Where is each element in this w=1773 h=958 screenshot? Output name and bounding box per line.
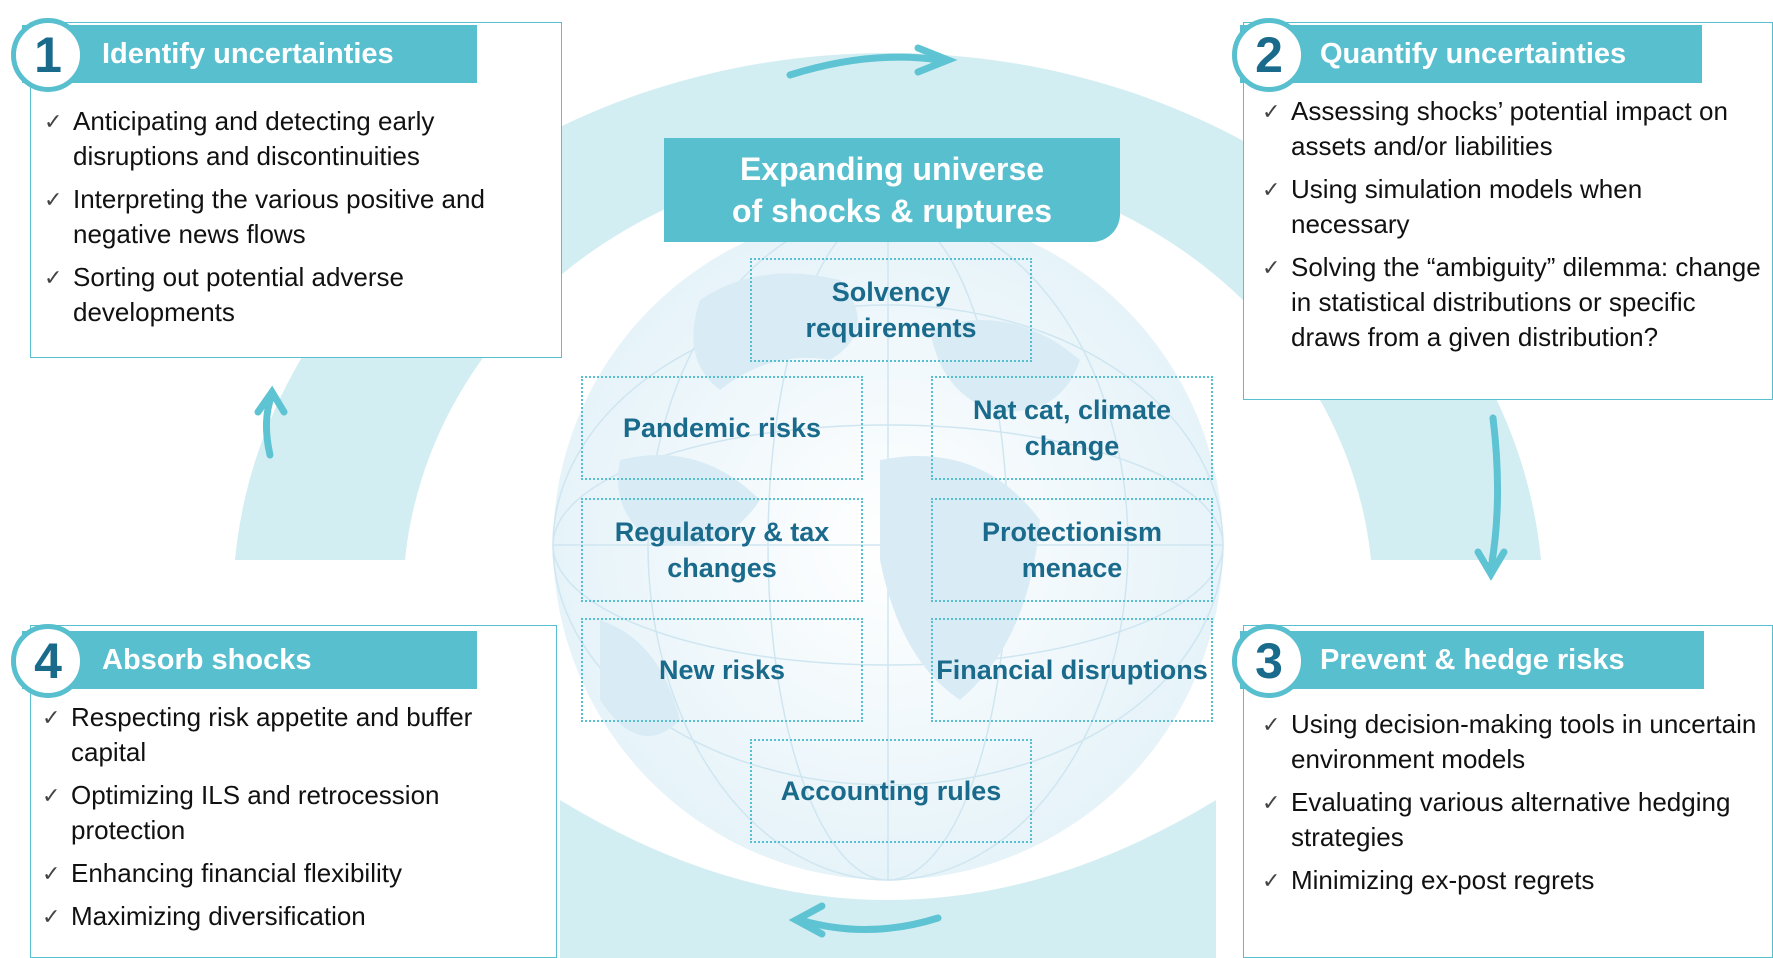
center-title-line1: Expanding universe [739,151,1045,187]
checkmark-icon: ✓ [44,265,63,290]
checkmark-icon: ✓ [1262,712,1281,737]
step-2-number: 2 [1232,18,1306,92]
center-title-line2: of shocks & ruptures [731,193,1053,229]
step-3-title: Prevent & hedge risks [1320,644,1625,676]
list-item: ✓Evaluating various alternative hedging … [1262,787,1731,852]
step-1-number: 1 [11,18,85,92]
checkmark-icon: ✓ [42,783,61,808]
step-1-title: Identify uncertainties [102,38,394,70]
risk-pandemic: Pandemic risks [581,376,863,480]
list-item: ✓Interpreting the various positive and n… [44,184,485,249]
step-3-number: 3 [1232,624,1306,698]
checkmark-icon: ✓ [1262,255,1281,280]
step-4-title: Absorb shocks [102,644,312,676]
list-item: ✓Optimizing ILS and retrocession protect… [42,780,440,845]
checkmark-icon: ✓ [1262,177,1281,202]
risk-protectionism: Protectionism menace [931,498,1213,602]
list-item: ✓Sorting out potential adverse developme… [44,262,404,327]
step-2-header: Quantify uncertainties [1240,25,1702,83]
checkmark-icon: ✓ [1262,99,1281,124]
list-item: ✓Respecting risk appetite and buffer cap… [42,702,473,767]
checkmark-icon: ✓ [1262,790,1281,815]
step-1-items: ✓Anticipating and detecting early disrup… [44,104,544,338]
step-3-header: Prevent & hedge risks [1240,631,1704,689]
list-item: ✓Assessing shocks’ potential impact on a… [1262,96,1728,161]
step-1-header: Identify uncertainties [22,25,477,83]
list-item: ✓Minimizing ex-post regrets [1262,863,1762,898]
checkmark-icon: ✓ [1262,868,1281,893]
risk-nat-cat: Nat cat, climate change [931,376,1213,480]
step-4-header: Absorb shocks [22,631,477,689]
checkmark-icon: ✓ [42,904,61,929]
risk-regulatory: Regulatory & tax changes [581,498,863,602]
step-2-card [1243,22,1773,400]
checkmark-icon: ✓ [42,861,61,886]
risk-new: New risks [581,618,863,722]
risk-financial: Financial disruptions [931,618,1213,722]
list-item: ✓Solving the “ambiguity” dilemma: change… [1262,252,1761,352]
checkmark-icon: ✓ [44,187,63,212]
risk-accounting: Accounting rules [750,739,1032,843]
list-item: ✓Maximizing diversification [42,899,542,934]
checkmark-icon: ✓ [44,109,63,134]
checkmark-icon: ✓ [42,705,61,730]
step-4-number: 4 [11,624,85,698]
step-2-title: Quantify uncertainties [1320,38,1627,70]
step-2-items: ✓Assessing shocks’ potential impact on a… [1262,94,1762,363]
list-item: ✓Anticipating and detecting early disrup… [44,106,435,171]
step-3-items: ✓Using decision-making tools in uncertai… [1262,707,1762,906]
cycle-ring-lower [560,800,1216,958]
globe-continents [600,273,1080,736]
list-item: ✓Using decision-making tools in uncertai… [1262,709,1757,774]
arrow-icon [254,44,1508,938]
list-item: ✓Enhancing financial flexibility [42,856,542,891]
risk-solvency: Solvency requirements [750,258,1032,362]
step-4-items: ✓Respecting risk appetite and buffer cap… [42,700,542,942]
list-item: ✓Using simulation models when necessary [1262,174,1643,239]
center-title: Expanding universe of shocks & ruptures [664,138,1120,242]
